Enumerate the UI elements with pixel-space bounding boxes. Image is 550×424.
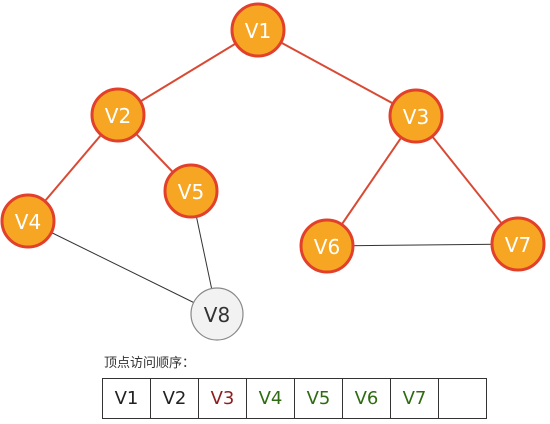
- node-circle: [90, 87, 146, 143]
- visit-order-label: 顶点访问顺序：: [104, 356, 196, 371]
- visit-order-cell: V6: [342, 378, 391, 419]
- node-circle: [190, 287, 244, 341]
- visit-order-cell: V4: [246, 378, 295, 419]
- node-label: V8: [204, 303, 230, 327]
- node-circle: [230, 2, 286, 58]
- node-v6: V6: [299, 218, 355, 274]
- node-label: V4: [15, 210, 41, 234]
- visit-order-table: V1 V2 V3 V4 V5 V6 V7: [102, 378, 487, 419]
- node-v7: V7: [490, 216, 546, 272]
- edge-v1-v3: [257, 29, 417, 117]
- visit-order-row: V1 V2 V3 V4 V5 V6 V7: [102, 378, 487, 419]
- node-circle: [388, 88, 444, 144]
- node-v2: V2: [90, 87, 146, 143]
- node-label: V2: [105, 104, 131, 128]
- node-label: V5: [178, 180, 204, 204]
- node-label: V7: [505, 233, 531, 257]
- node-label: V1: [245, 19, 271, 43]
- node-v3: V3: [388, 88, 444, 144]
- visit-order-cell: V3: [198, 378, 247, 419]
- node-circle: [299, 218, 355, 274]
- visit-order-cell: [438, 378, 487, 419]
- visit-order-cell: V7: [390, 378, 439, 419]
- node-circle: [163, 163, 219, 219]
- node-circle: [0, 193, 56, 249]
- node-v5: V5: [163, 163, 219, 219]
- edges-layer: [27, 29, 519, 315]
- node-label: V6: [314, 235, 340, 259]
- edge-v4-v8: [27, 220, 218, 315]
- visit-order-cell: V1: [102, 378, 151, 419]
- node-v8: V8: [190, 287, 244, 341]
- visit-order-cell: V5: [294, 378, 343, 419]
- node-label: V3: [403, 105, 429, 129]
- edge-v6-v7: [326, 243, 519, 247]
- node-circle: [490, 216, 546, 272]
- node-v1: V1: [230, 2, 286, 58]
- visit-order-cell: V2: [150, 378, 199, 419]
- node-v4: V4: [0, 193, 56, 249]
